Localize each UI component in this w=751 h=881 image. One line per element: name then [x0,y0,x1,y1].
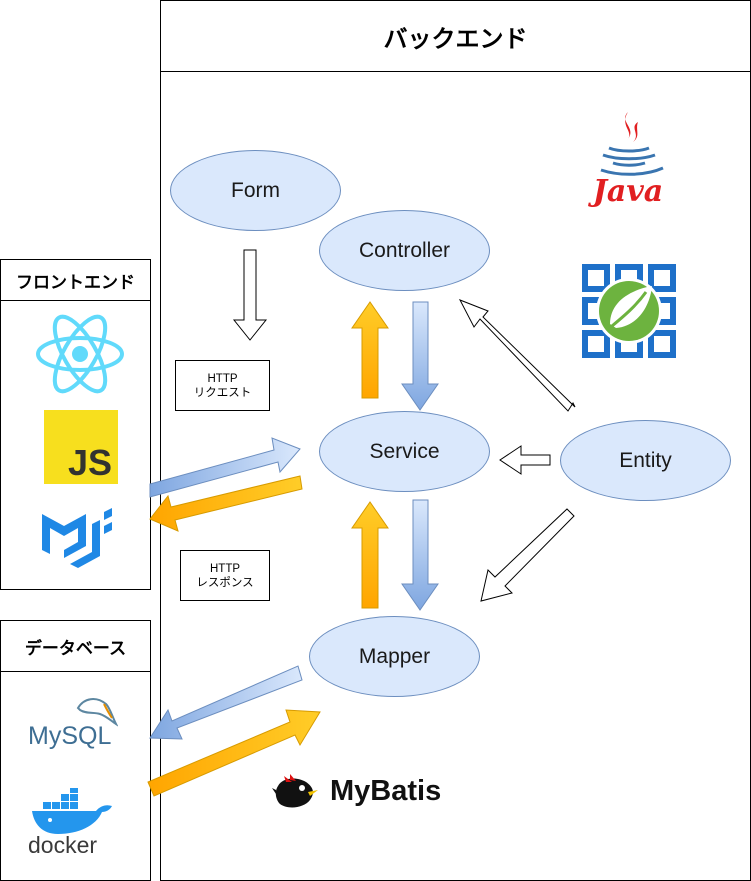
react-icon [36,314,124,394]
database-to-mapper-arrow [147,709,321,797]
entity-node: Entity [560,420,731,501]
mapper-to-service-arrow [351,501,389,609]
form-down-arrow [232,249,268,341]
frontend-title: フロントエンド [1,260,150,301]
http-response-line1: HTTP [209,562,241,575]
mui-icon [42,508,112,568]
backend-title: バックエンド [161,1,750,72]
entity-to-mapper-arrow [480,508,575,602]
react-logo [34,312,126,396]
service-to-controller-arrow [351,301,389,399]
spring-logo [580,262,678,360]
frontend-to-service-arrow [149,437,301,498]
service-to-mapper-arrow [401,499,439,611]
mybatis-text: MyBatis [330,775,442,807]
database-container: データベース [0,620,151,881]
http-request-note: HTTP リクエスト [175,360,270,411]
mysql-logo: MySQL [26,694,118,754]
mapper-node: Mapper [309,616,480,697]
service-node: Service [319,411,490,492]
controller-node: Controller [319,210,490,291]
java-icon [600,112,664,176]
entity-to-service-arrow [499,445,551,475]
http-response-note: HTTP レスポンス [180,550,270,601]
mui-logo [40,508,120,568]
http-response-line2: レスポンス [196,576,254,589]
mapper-to-database-arrow [149,665,303,740]
docker-text: docker [28,832,98,858]
mysql-text: MySQL [28,722,112,750]
http-request-line2: リクエスト [193,386,252,399]
docker-icon [32,788,112,834]
controller-to-service-arrow [401,301,439,411]
http-request-line1: HTTP [207,372,238,385]
mysql-icon [76,698,118,727]
mybatis-logo: MyBatis [272,772,442,812]
spring-icon [582,264,676,358]
database-title: データベース [1,621,150,672]
java-text: Java [592,174,664,209]
mybatis-icon [272,774,318,808]
javascript-icon: JS [67,442,112,483]
java-logo: Java [583,108,673,212]
form-node: Form [170,150,341,231]
entity-to-controller-arrow [458,299,576,412]
javascript-logo: JS [44,410,118,484]
service-to-frontend-arrow [149,475,303,532]
docker-logo: docker [26,788,118,860]
